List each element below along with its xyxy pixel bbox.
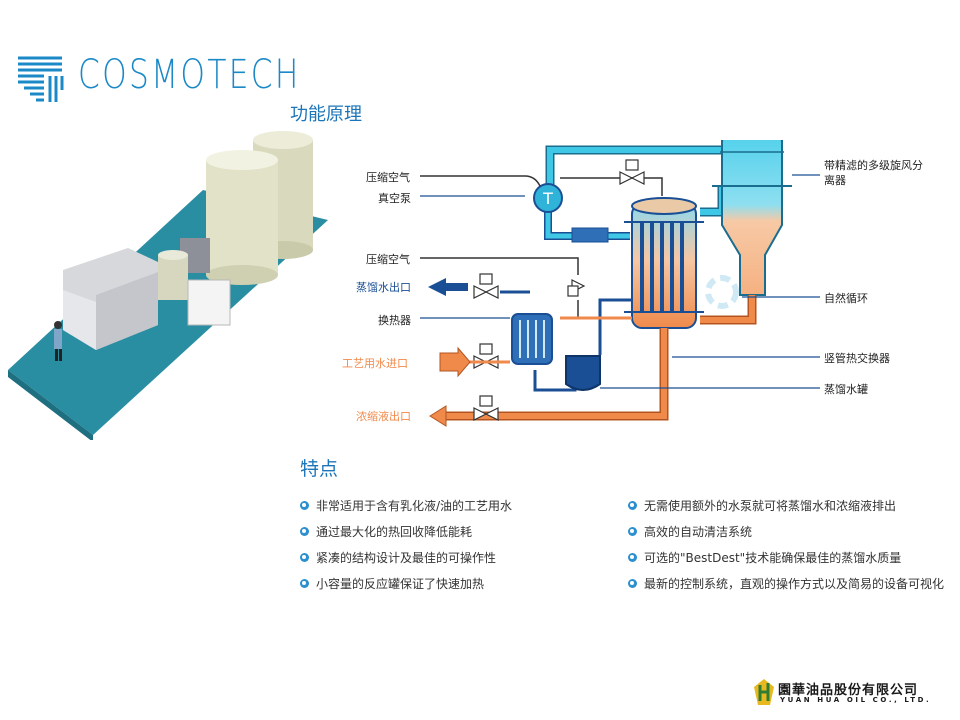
feature-item: 可选的"BestDest"技术能确保最佳的蒸馏水质量 [628,549,901,566]
label-cyclone-separator: 带精滤的多级旋风分离器 [824,159,923,187]
feature-item: 非常适用于含有乳化液/油的工艺用水 [300,497,512,514]
equipment-illustration [8,131,328,440]
yuan-hua-logo-icon [754,679,774,705]
label-heat-exchanger: 换热器 [378,314,411,327]
label-process-water-in: 工艺用水进口 [342,357,408,370]
features-title: 特点 [300,458,339,480]
bullet-icon [300,501,309,510]
label-natural-circulation: 自然循环 [824,292,868,305]
bullet-icon [300,527,309,536]
svg-text:T: T [542,189,553,208]
feature-item: 无需使用额外的水泵就可将蒸馏水和浓缩液排出 [628,497,896,514]
brand-wordmark: COSMOTECH [78,52,301,98]
feature-item: 最新的控制系统，直观的操作方式以及简易的设备可视化 [628,575,944,592]
label-compressed-air-2: 压缩空气 [366,253,410,266]
bullet-icon [628,527,637,536]
company-name-cn: 園華油品股份有限公司 [778,683,919,698]
cosmotech-logo-icon [18,56,64,102]
bullet-icon [628,553,637,562]
company-name-en: YUAN HUA OIL CO., LTD. [780,696,932,704]
label-distillate-tank: 蒸馏水罐 [824,383,868,396]
label-concentrate-out: 浓缩液出口 [356,410,411,423]
label-compressed-air-1: 压缩空气 [366,171,410,184]
bullet-icon [628,579,637,588]
process-flow-diagram: T [420,140,820,427]
bullet-icon [300,579,309,588]
bullet-icon [300,553,309,562]
bullet-icon [628,501,637,510]
feature-item: 通过最大化的热回收降低能耗 [300,523,472,540]
label-distillate-out: 蒸馏水出口 [356,281,411,294]
feature-item: 高效的自动清洁系统 [628,523,752,540]
section-title: 功能原理 [290,104,362,125]
feature-item: 小容量的反应罐保证了快速加热 [300,575,484,592]
feature-item: 紧凑的结构设计及最佳的可操作性 [300,549,496,566]
label-vertical-tube-hx: 竖管热交换器 [824,352,890,365]
label-vacuum-pump: 真空泵 [378,192,411,205]
